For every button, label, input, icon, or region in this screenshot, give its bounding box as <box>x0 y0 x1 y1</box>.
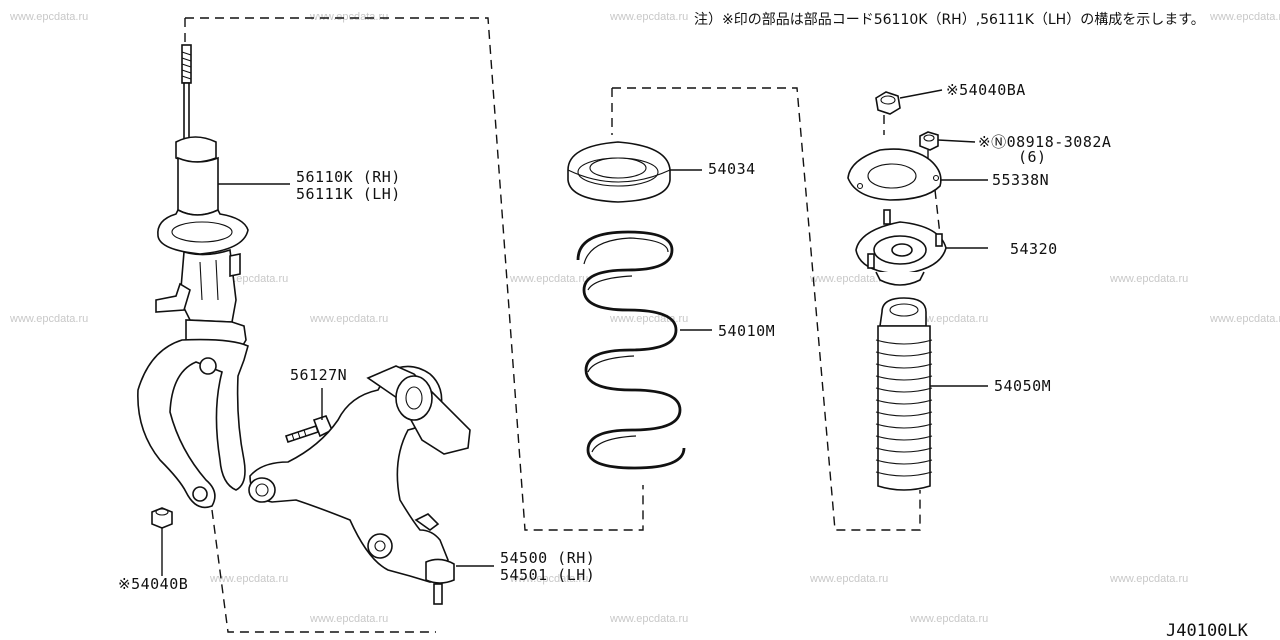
watermark: www.epcdata.ru <box>209 573 288 585</box>
group-outline-left-bottom <box>211 509 436 633</box>
arm-rear-hole <box>367 533 393 559</box>
watermark: www.epcdata.ru <box>609 11 688 23</box>
label-08918-qty: (6) <box>1018 148 1047 166</box>
label-54501: 54501 (LH) <box>500 566 595 584</box>
nut-54040ba <box>875 91 901 115</box>
watermark: www.epcdata.ru <box>9 11 88 23</box>
watermark: www.epcdata.ru <box>909 613 988 625</box>
watermark: www.epcdata.ru <box>509 273 588 285</box>
watermark: www.epcdata.ru <box>309 313 388 325</box>
watermark: www.epcdata.ru <box>1109 573 1188 585</box>
watermark: www.epcdata.ru <box>9 313 88 325</box>
strut-lower-tube <box>179 248 237 323</box>
label-56127n: 56127N <box>290 366 347 384</box>
note-text: 注）※印の部品は部品コード56110K（RH）,56111K（LH）の構成を示し… <box>694 12 1205 28</box>
strut-bracket-right <box>229 253 241 277</box>
strut-mount-54320 <box>855 209 947 286</box>
watermark: www.epcdata.ru <box>1209 11 1280 23</box>
dust-boot-54050m <box>875 297 933 491</box>
nut-54040b <box>151 507 173 529</box>
label-56111k: 56111K (LH) <box>296 185 401 203</box>
label-56110k: 56110K (RH) <box>296 168 401 186</box>
watermark: www.epcdata.ru <box>609 313 688 325</box>
arm-front-bushing <box>248 477 276 503</box>
strut-rod <box>183 82 190 140</box>
label-54010m: 54010M <box>718 322 775 340</box>
watermark: www.epcdata.ru <box>309 11 388 23</box>
watermark: www.epcdata.ru <box>609 613 688 625</box>
leader-lines <box>161 89 988 576</box>
nut-08918-3082a <box>919 131 939 151</box>
label-54500: 54500 (RH) <box>500 549 595 567</box>
watermark: www.epcdata.ru <box>1109 273 1188 285</box>
arm-body <box>249 365 449 583</box>
dash-nut-n <box>927 150 941 236</box>
steering-knuckle <box>137 338 249 509</box>
watermark: www.epcdata.ru <box>509 573 588 585</box>
label-54320: 54320 <box>1010 240 1058 258</box>
watermark: www.epcdata.ru <box>309 613 388 625</box>
group-outline-main <box>185 17 644 531</box>
strut-body <box>177 156 219 216</box>
strut-collar <box>175 136 217 163</box>
arm-ball-joint <box>425 558 455 584</box>
arm-rear-bushing <box>395 375 433 421</box>
label-54050m: 54050M <box>994 377 1051 395</box>
label-08918-3082a: ※Ⓝ08918-3082A <box>978 133 1111 151</box>
label-55338n: 55338N <box>992 171 1049 189</box>
watermark: www.epcdata.ru <box>1209 313 1280 325</box>
knuckle-body <box>137 338 249 509</box>
label-54040ba: ※54040BA <box>946 81 1026 99</box>
knuckle-lower-hole <box>192 486 208 502</box>
ball-joint-stud <box>433 583 443 605</box>
watermark: www.epcdata.ru <box>809 273 888 285</box>
spring-seat-54034 <box>567 141 671 203</box>
mount-plate-55338n <box>847 148 942 201</box>
label-54034: 54034 <box>708 160 756 178</box>
group-outline-spring <box>611 87 921 531</box>
lower-control-arm <box>248 365 471 605</box>
knuckle-bolt-hole <box>199 357 217 375</box>
diagram-code: J40100LK <box>1166 621 1249 640</box>
watermark: www.epcdata.ru <box>909 313 988 325</box>
coil-spring-54010m <box>576 230 686 470</box>
strut-assembly <box>155 44 249 351</box>
label-54040b: ※54040B <box>118 575 188 593</box>
strut-bracket-left <box>155 282 191 313</box>
strut-spring-seat <box>157 208 249 255</box>
watermark: www.epcdata.ru <box>809 573 888 585</box>
